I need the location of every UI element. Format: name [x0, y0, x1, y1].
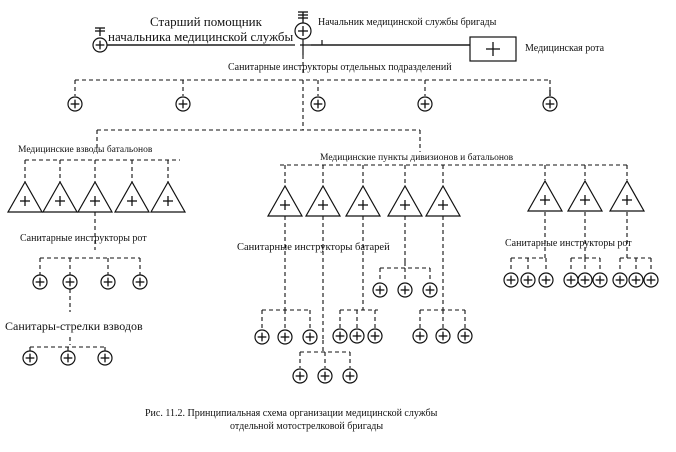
- unit-instructors-label: Санитарные инструкторы отдельных подразд…: [228, 62, 452, 73]
- caption-line2: отдельной мотострелковой бригады: [230, 421, 383, 432]
- medical-company-label: Медицинская рота: [525, 43, 605, 54]
- battery-instructors-label: Санитарные инструкторы батарей: [237, 242, 390, 253]
- company-instructors-left-label: Санитарные инструкторы рот: [20, 233, 147, 244]
- division-points-label: Медицинские пункты дивизионов и батальон…: [320, 152, 514, 163]
- senior-assistant-label-line1: Старший помощник: [150, 14, 263, 29]
- company-instructors-right-label: Санитарные инструкторы рот: [505, 238, 632, 249]
- platoon-orderlies-label: Санитары-стрелки взводов: [5, 319, 143, 333]
- battalion-platoons-label: Медицинские взводы батальонов: [18, 144, 153, 155]
- chief-label: Начальник медицинской службы бригады: [318, 17, 497, 28]
- senior-assistant-label-line2: начальника медицинской службы: [108, 29, 294, 44]
- caption-line1: Рис. 11.2. Принципиальная схема организа…: [145, 408, 438, 419]
